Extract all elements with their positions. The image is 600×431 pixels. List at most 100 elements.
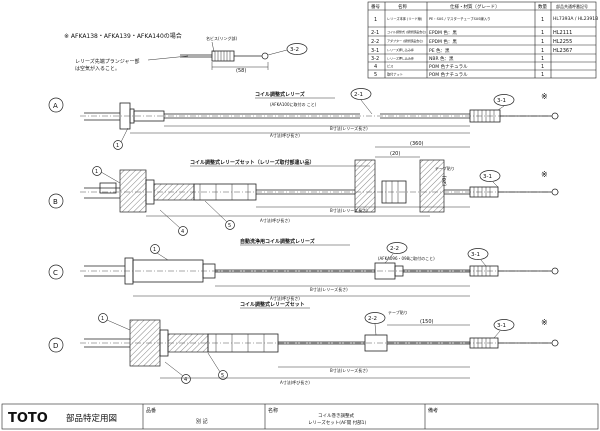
callout-2-2-d: 2-2 [368,316,377,322]
row-name: アダプター (調整部品含む) [387,38,423,43]
table-row: 5 取付ナット POM 色ナチュラル 1 [374,71,544,78]
view-b-d20a: (20) [390,151,400,157]
callout-4-b: 4 [181,229,184,235]
toto-logo: TOTO [8,411,48,426]
callout-3-1-c: 3-1 [471,252,480,258]
view-d-dim-b: B寸法(レリーズ長さ) [330,367,368,373]
table-row: 3-1 レリーズ押し込み棒 PE 色：黒 1 HL2367 [371,47,572,54]
view-a-dim-a: A寸法(呼び長さ) [270,132,300,138]
label-biko: 備考 [428,407,438,414]
view-d-title: コイル調整式レリーズセット [240,301,305,308]
view-a: A コイル調整式レリーズ (AFKA100に取付の こと) ※ 1 2-1 3-… [48,88,560,150]
title-block: TOTO 部品特定用図 品番 別 記 名称 コイル巻き調整式 レリーズセット(A… [1,403,599,430]
star-mark-b: ※ [541,170,548,179]
label-meisho: 名称 [268,407,278,414]
row-name: ビス [387,64,393,69]
row-name: 取付ナット [387,72,403,77]
hinban-value: 別 記 [196,418,208,425]
row-qty: 1 [541,72,544,78]
row-spec: POM 色ナチュラル [429,63,468,70]
row-spec: NBR 色：黒 [429,55,454,62]
table-row: 1 レリーズ本体 (リード線) PE・SUS / マスターチューブSUS線入り … [374,16,598,23]
view-d: D コイル調整式レリーズセット ※ テープ貼り (150) 1 [48,301,560,385]
view-letter-c: C [53,269,58,277]
table-row: 4 ビス POM 色ナチュラル 1 [374,63,544,70]
row-code: HL2255 [553,39,572,45]
callout-1-b: 1 [95,169,98,175]
row-spec: PE 色：黒 [429,47,450,54]
row-no: 3-2 [371,56,379,62]
view-c-dim-a: A寸法(呼び長さ) [270,295,300,301]
callout-3-1-a: 3-1 [497,98,506,104]
callout-5-b: 5 [228,223,231,229]
meisho-line2: レリーズセット(AF開 付部1) [308,419,366,426]
note-detail: ※ AFKA138・AFKA139・AFKA140の場合 レリーズ先端プランジャ… [64,32,308,74]
callout-3-1-b: 3-1 [483,174,492,180]
star-mark-d: ※ [541,318,548,327]
row-name: レリーズ押し込み棒 [387,47,414,52]
callout-5-d: 5 [221,373,224,379]
row-qty: 1 [541,48,544,54]
view-letter-b: B [53,198,58,206]
row-qty: 1 [541,39,544,45]
callout-1-d: 1 [101,316,104,322]
row-spec: POM 色ナチュラル [429,71,468,78]
row-no: 2-2 [371,39,379,45]
view-b-title: コイル調整式レリーズセット（レリーズ取付部違い品） [190,159,315,166]
table-header-spec: 仕様・材質〔グレード〕 [450,3,500,10]
view-c-note: (AFKA096・098に取付のこと) [378,255,435,261]
meisho-line1: コイル巻き調整式 [318,412,354,419]
table-header-no: 番号 [371,3,380,10]
view-a-note: (AFKA100に取付の こと) [270,101,317,107]
note-title: ※ AFKA138・AFKA139・AFKA140の場合 [64,32,182,40]
note-part-label: 名ビス(リング部) [206,35,238,41]
row-code: HL2111 [553,30,572,36]
row-spec: EPDM 色：黒 [429,38,457,45]
view-b-d360: (360) [410,141,423,147]
view-b-tape: テープ貼り [435,165,455,171]
row-qty: 1 [541,64,544,70]
row-spec: PE・SUS / マスターチューブSUS線入り [429,16,491,21]
row-name: レリーズ押し込み棒 [387,56,414,61]
view-letter-d: D [53,342,58,350]
view-d-dim-a: A寸法(呼び長さ) [280,379,310,385]
row-code: HL2367 [553,48,572,54]
label-hinban: 品番 [146,407,156,414]
view-a-dim-b: B寸法(レリーズ長さ) [330,125,368,131]
view-b: B コイル調整式レリーズセット（レリーズ取付部違い品） ※ (360) [48,141,560,236]
row-no: 2-1 [371,30,379,36]
row-name: コイル調整式 (調整部品含む) [387,29,426,34]
callout-2-2-c: 2-2 [390,246,399,252]
row-qty: 1 [541,30,544,36]
row-no: 1 [374,17,377,23]
view-b-dim-a: A寸法(呼び長さ) [260,217,290,223]
note-line1: レリーズ先端プランジャー部 [75,58,140,65]
table-header-code: 部品共通呼番記号 [556,3,588,9]
view-c-title: 自動洗浄用コイル調整式レリーズ [240,238,315,245]
row-no: 4 [374,64,377,70]
view-b-dim-b: B寸法(レリーズ長さ) [330,207,368,213]
table-row: 3-2 レリーズ押し込み棒 NBR 色：黒 1 [371,55,544,62]
callout-3-1-d: 3-1 [497,323,506,329]
row-code: HL7393A / HL2391B [553,16,598,22]
callout-3-2: 3-2 [290,47,299,53]
row-spec: EPDM 色：黒 [429,29,457,36]
row-no: 3-1 [371,48,379,54]
row-name: レリーズ本体 (リード線) [387,16,422,21]
callout-1-c: 1 [153,247,156,253]
callout-2-1-a: 2-1 [354,92,363,98]
note-dim: (58) [236,68,246,74]
parts-table: 番号 名称 仕様・材質〔グレード〕 数量 部品共通呼番記号 1 レリーズ本体 (… [367,1,598,79]
table-row: 2-2 アダプター (調整部品含む) EPDM 色：黒 1 HL2255 [371,38,572,45]
table-row: 2-1 コイル調整式 (調整部品含む) EPDM 色：黒 1 HL2111 [371,29,572,36]
callout-1-a: 1 [116,143,119,149]
note-line2: は空気が入ること。 [75,65,120,72]
view-b-d20b: (20) [442,176,448,186]
row-qty: 1 [541,17,544,23]
row-qty: 1 [541,56,544,62]
view-c: C 自動洗浄用コイル調整式レリーズ (AFKA096・098に取付のこと) 1 … [48,238,560,301]
view-a-title: コイル調整式レリーズ [255,91,305,98]
view-d-d150: (150) [420,319,433,325]
doc-type: 部品特定用図 [66,413,117,424]
